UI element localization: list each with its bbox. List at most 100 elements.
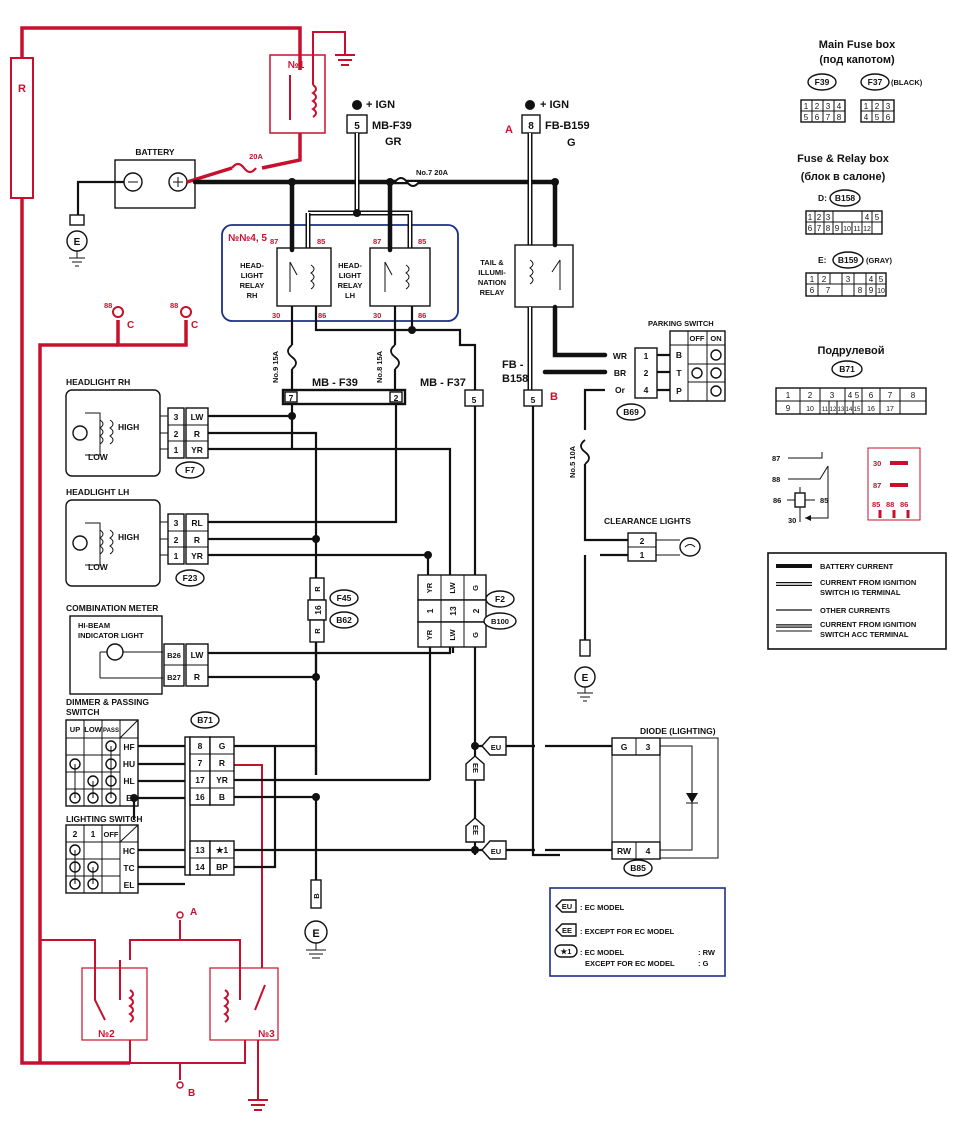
f2-wire-g: G bbox=[471, 585, 480, 591]
f2-pin-1: 1 bbox=[425, 608, 435, 613]
meter-pin-b26: B26 bbox=[167, 651, 181, 660]
ign-right: + IGN bbox=[540, 99, 569, 111]
ee-marker-bottom: EE bbox=[471, 825, 480, 835]
podrul-title: Подрулевой bbox=[817, 345, 884, 357]
fuse-no5: No.5 10A bbox=[568, 445, 577, 478]
b159-gray: (GRAY) bbox=[866, 256, 892, 265]
model-legend: EU : EC MODEL EE : EXCEPT FOR EC MODEL ★… bbox=[549, 887, 726, 977]
rh-p86: 86 bbox=[318, 311, 326, 320]
rh-wire-yr: YR bbox=[191, 445, 203, 455]
legend-star-line1: : EC MODEL bbox=[580, 948, 625, 957]
b159-cell-1: 1 bbox=[810, 275, 815, 284]
b159-cell-8: 8 bbox=[858, 286, 863, 295]
mb-f39-p2: 2 bbox=[394, 393, 399, 403]
lh-p85: 85 bbox=[418, 237, 426, 246]
b71-wire-b: B bbox=[219, 792, 225, 802]
f45-tag: F45 bbox=[337, 593, 352, 603]
f2-pin-13: 13 bbox=[448, 606, 458, 616]
b71r-cell-1: 1 bbox=[786, 391, 791, 400]
ign-left: + IGN bbox=[366, 99, 395, 111]
red-pin-87: 87 bbox=[873, 481, 881, 490]
lh-wire-rl: RL bbox=[191, 518, 202, 528]
f37-cell-5: 5 bbox=[875, 113, 880, 122]
rh-p87: 87 bbox=[270, 237, 278, 246]
n88-left: 88 bbox=[104, 301, 112, 310]
b71-tag: B71 bbox=[197, 715, 213, 725]
lighting-title: LIGHTING SWITCH bbox=[66, 814, 143, 824]
legend-ee-text: : EXCEPT FOR EC MODEL bbox=[580, 927, 675, 936]
f37-cell-2: 2 bbox=[875, 102, 880, 111]
lh-pin-3: 3 bbox=[174, 518, 179, 528]
headlight-rh: HEADLIGHT RH HIGH LOW 3 2 1 LW R YR F7 bbox=[65, 377, 209, 479]
b71r-cell-11: 11 bbox=[822, 407, 829, 413]
b71r-cell-9: 9 bbox=[786, 404, 791, 413]
fuse-no7: No.7 20A bbox=[416, 168, 449, 177]
dimmer-col-pass: PASS bbox=[103, 728, 119, 734]
relay3-label: №3 bbox=[258, 1029, 275, 1040]
legend-star-line2-right: : G bbox=[698, 959, 709, 968]
f37-cell-6: 6 bbox=[886, 113, 891, 122]
dimmer-row-hf: HF bbox=[123, 742, 134, 752]
dimmer-col-low: LOW bbox=[84, 725, 102, 734]
ground-e-right: E bbox=[582, 673, 589, 684]
legend-ee-tag: EE bbox=[562, 926, 572, 935]
f39-cell-5: 5 bbox=[804, 113, 809, 122]
b71-wire-star1: ★1 bbox=[216, 845, 229, 855]
lh-p87: 87 bbox=[373, 237, 381, 246]
b62-tag: B62 bbox=[336, 615, 352, 625]
pinout-88: 88 bbox=[772, 475, 780, 484]
red-pin-30: 30 bbox=[873, 459, 881, 468]
fuse-relay-box: Fuse & Relay box (блок в салоне) D: B158… bbox=[797, 153, 892, 297]
fuse-relay-sub: (блок в салоне) bbox=[801, 171, 886, 183]
red-pin-88: 88 bbox=[886, 500, 894, 509]
relay-pinout: 87 88 86 85 30 30 87 85 88 86 bbox=[772, 447, 921, 525]
mb-f37-label: MB - F37 bbox=[420, 377, 466, 389]
dimmer-row-hu: HU bbox=[123, 759, 135, 769]
main-fuse-box: Main Fuse box (под капотом) F39 F37 (BLA… bbox=[800, 39, 923, 123]
d-label: D: bbox=[818, 193, 827, 203]
lighting-row-hc: HC bbox=[123, 846, 135, 856]
connector-f2-b100: YR LW G 1 13 2 YR LW G F2 B100 bbox=[417, 574, 517, 855]
meter-pin-b27: B27 bbox=[167, 673, 181, 682]
b100-wire-lw: LW bbox=[448, 628, 457, 640]
meter-wire-r: R bbox=[194, 672, 200, 682]
mb-f37-pin: 5 bbox=[472, 395, 477, 405]
b71r-cell-5: 5 bbox=[855, 391, 860, 400]
b71r-cell-10: 10 bbox=[806, 406, 814, 413]
battery-label: BATTERY bbox=[135, 147, 175, 157]
b71r-cell-13: 13 bbox=[838, 407, 845, 413]
fb-b158-label: FB -B158 bbox=[502, 359, 528, 385]
pinout-86: 86 bbox=[773, 496, 781, 505]
f45-pin: 16 bbox=[313, 605, 323, 615]
f39-cell-1: 1 bbox=[804, 102, 809, 111]
f39-tag: F39 bbox=[815, 77, 830, 87]
relay1-label: №1 bbox=[288, 60, 305, 71]
a-label: A bbox=[505, 124, 513, 136]
eu-ee-markers: EU EU EE EE bbox=[465, 736, 612, 860]
legend-battery-current: BATTERY CURRENT bbox=[820, 562, 894, 571]
diode-pin-3: 3 bbox=[646, 742, 651, 752]
b159-tag: B159 bbox=[838, 255, 859, 265]
b158-cell-11: 11 bbox=[853, 226, 860, 233]
diode-lighting: DIODE (LIGHTING) G 3 RW 4 B85 bbox=[611, 726, 719, 877]
b158-cell-12: 12 bbox=[863, 226, 871, 233]
b71r-cell-6: 6 bbox=[869, 391, 874, 400]
b100-wire-yr: YR bbox=[425, 629, 434, 640]
ee-marker-top: EE bbox=[471, 763, 480, 773]
b158-cell-7: 7 bbox=[817, 224, 822, 233]
diode-title: DIODE (LIGHTING) bbox=[640, 726, 716, 736]
b71r-cell-16: 16 bbox=[867, 406, 875, 413]
g-label: G bbox=[567, 137, 576, 149]
lh-p86: 86 bbox=[418, 311, 426, 320]
lighting-col-off: OFF bbox=[104, 830, 119, 839]
parking-switch: PARKING SWITCH OFF ON B T P 1 2 4 WR BR … bbox=[542, 319, 726, 640]
parking-pin-4: 4 bbox=[644, 385, 649, 395]
rh-p85: 85 bbox=[317, 237, 325, 246]
b158-cell-6: 6 bbox=[808, 224, 813, 233]
